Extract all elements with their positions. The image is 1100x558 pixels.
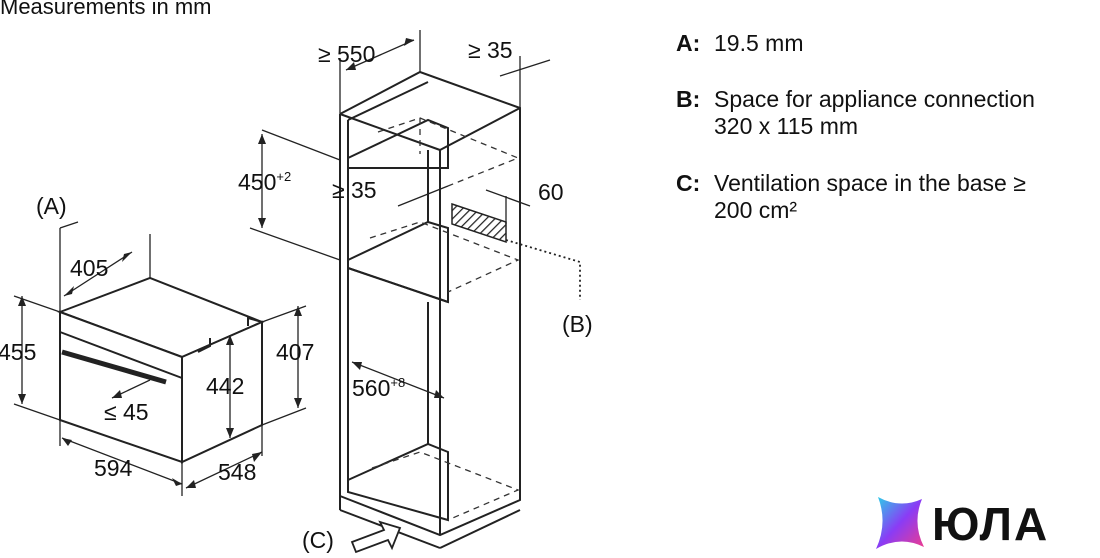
dim-45: ≤ 45 xyxy=(104,399,149,425)
dim-35-mid: ≥ 35 xyxy=(332,177,377,203)
yula-logo: ЮЛА xyxy=(872,493,1096,553)
dim-405: 405 xyxy=(70,255,108,281)
yula-logo-icon xyxy=(876,497,924,549)
dim-560: 560+8 xyxy=(352,375,405,401)
legend-b-key: B: xyxy=(676,86,701,112)
yula-logo-text: ЮЛА xyxy=(932,498,1050,550)
dim-442: 442 xyxy=(206,373,244,399)
dim-450-value: 450 xyxy=(238,169,276,195)
label-b: (B) xyxy=(562,311,593,337)
legend-c-line-2: 200 cm² xyxy=(714,197,798,223)
legend-b-line-2: 320 x 115 mm xyxy=(714,113,859,139)
dim-548: 548 xyxy=(218,459,256,485)
ventilation-arrow xyxy=(350,520,402,554)
legend-c-line-1: Ventilation space in the base ≥ xyxy=(714,170,1026,196)
cabinet-dashed-shelves xyxy=(369,117,520,521)
label-c: (C) xyxy=(302,527,334,553)
dim-594: 594 xyxy=(94,455,133,481)
legend-c: C: Ventilation space in the base ≥200 cm² xyxy=(676,170,1026,224)
oven xyxy=(57,276,265,464)
dim-560-value: 560 xyxy=(352,375,390,401)
legend-a-key: A: xyxy=(676,30,701,56)
dimension-arrows xyxy=(18,38,444,488)
dim-450-sup: +2 xyxy=(276,169,291,184)
dim-455: 455 xyxy=(0,339,36,365)
legend-b-line-1: Space for appliance connection xyxy=(714,86,1035,112)
legend-a-line-1: 19.5 mm xyxy=(714,30,804,56)
dim-60: 60 xyxy=(538,179,564,205)
label-a: (A) xyxy=(36,193,67,219)
page-title: Measurements in mm xyxy=(0,0,212,19)
legend-c-key: C: xyxy=(676,170,701,196)
connection-space-hatch xyxy=(451,202,507,244)
cabinet-dimension-lines xyxy=(249,30,551,399)
oven-dimension-lines xyxy=(13,221,307,496)
dim-450: 450+2 xyxy=(238,169,291,195)
dim-35-top: ≥ 35 xyxy=(468,37,513,63)
dim-550: ≥ 550 xyxy=(318,41,375,67)
tall-cabinet xyxy=(339,70,521,549)
dim-407: 407 xyxy=(276,339,314,365)
b-leader xyxy=(505,239,581,300)
legend-a: A: 19.5 mm xyxy=(676,30,803,57)
dim-560-sup: +8 xyxy=(390,375,405,390)
